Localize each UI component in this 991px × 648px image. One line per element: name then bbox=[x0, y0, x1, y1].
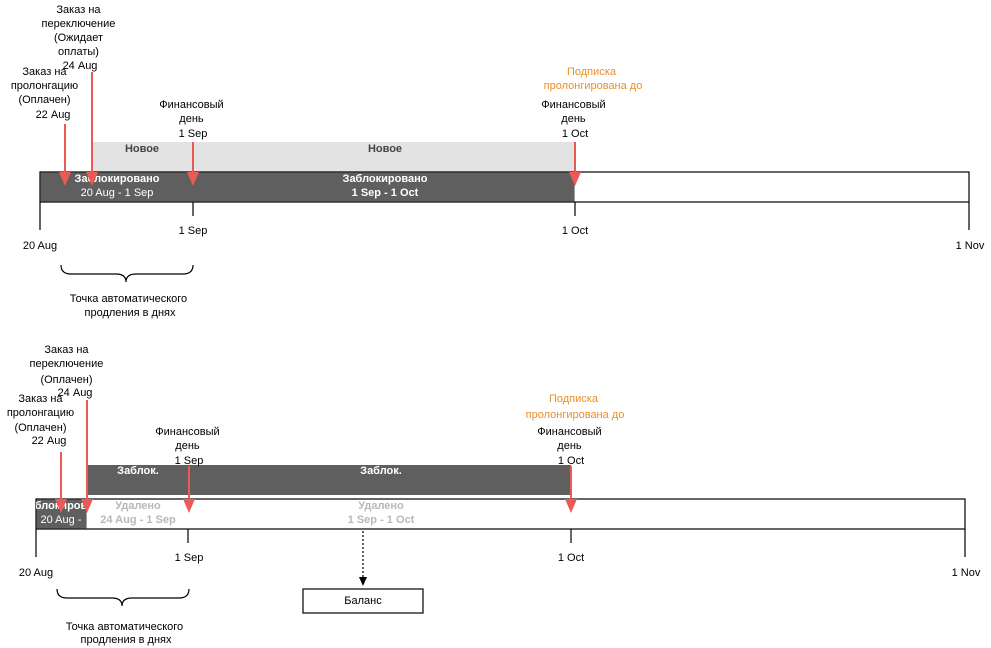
label-sub-renewed-2: Подписка пролонгирована до bbox=[526, 393, 625, 421]
axis-label-1nov: 1 Nov bbox=[956, 240, 985, 252]
svg-text:…: … bbox=[56, 526, 67, 538]
label-fin-day-1-2: Финансовый день 1 Sep bbox=[155, 426, 222, 467]
deleted-range-1: 24 Aug - 1 Sep bbox=[100, 514, 176, 526]
deleted-label-1: Удалено bbox=[115, 500, 161, 512]
arrow-fin-day-2-2 bbox=[565, 466, 577, 513]
blocked-small-range: 20 Aug - bbox=[41, 514, 82, 526]
arrow-order-renew-2 bbox=[55, 452, 67, 513]
balance-box bbox=[302, 588, 424, 614]
blocked-range-2: 1 Sep - 1 Oct bbox=[352, 187, 419, 199]
balance-label: Баланс bbox=[344, 595, 382, 607]
label-order-renew-2: Заказ на пролонгацию (Оплачен) 22 Aug bbox=[7, 393, 77, 447]
axis-label-1oct-2: 1 Oct bbox=[558, 552, 584, 564]
blocked-label-2: Заблокировано bbox=[343, 173, 428, 185]
axis-label-20aug-2: 20 Aug bbox=[19, 567, 53, 579]
balance-arrow-head bbox=[359, 577, 367, 586]
label-fin-day-2-2: Финансовый день 1 Oct bbox=[537, 426, 604, 467]
arrow-order-renew bbox=[59, 124, 71, 186]
arrow-fin-day-1-2 bbox=[183, 466, 195, 513]
blocked-short-block bbox=[87, 465, 571, 495]
new-label-2: Новое bbox=[368, 143, 402, 155]
top-timeline: Новое Новое Заблокировано 20 Aug - 1 Sep… bbox=[11, 4, 985, 319]
arrow-fin-day-2 bbox=[569, 142, 581, 186]
axis-label-1sep-2: 1 Sep bbox=[175, 552, 204, 564]
bottom-timeline: Заблок. Заблок. блокиров 20 Aug - … Удал… bbox=[7, 344, 981, 646]
label-auto-renew: Точка автоматического продления в днях bbox=[70, 293, 190, 319]
deleted-label-2: Удалено bbox=[358, 500, 404, 512]
auto-renew-bracket-2 bbox=[56, 588, 190, 607]
label-sub-renewed: Подписка пролонгирована до bbox=[544, 66, 643, 92]
auto-renew-bracket bbox=[60, 264, 194, 283]
axis-label-1oct: 1 Oct bbox=[562, 225, 588, 237]
arrow-order-switch-2 bbox=[81, 400, 93, 513]
arrow-order-switch bbox=[86, 72, 98, 186]
arrow-fin-day-1 bbox=[187, 142, 199, 186]
label-order-switch-2: Заказ на переключение (Оплачен) 24 Aug bbox=[30, 344, 107, 399]
label-auto-renew-2: Точка автоматического продления в днях bbox=[66, 621, 186, 646]
deleted-range-2: 1 Sep - 1 Oct bbox=[348, 514, 415, 526]
label-fin-day-2: Финансовый день 1 Oct bbox=[541, 99, 608, 140]
axis-label-1sep: 1 Sep bbox=[179, 225, 208, 237]
label-order-renew: Заказ на пролонгацию (Оплачен) 22 Aug bbox=[11, 66, 81, 121]
blocked-short-label-1: Заблок. bbox=[117, 465, 159, 477]
axis-label-1nov-2: 1 Nov bbox=[952, 567, 981, 579]
new-label-1: Новое bbox=[125, 143, 159, 155]
blocked-range-1: 20 Aug - 1 Sep bbox=[81, 187, 154, 199]
label-order-switch: Заказ на переключение (Ожидает оплаты) 2… bbox=[42, 4, 119, 72]
blocked-period-block bbox=[40, 172, 575, 202]
new-period-block bbox=[92, 142, 574, 172]
label-fin-day-1: Финансовый день 1 Sep bbox=[159, 99, 226, 140]
axis-label-20aug: 20 Aug bbox=[23, 240, 57, 252]
blocked-short-label-2: Заблок. bbox=[360, 465, 402, 477]
